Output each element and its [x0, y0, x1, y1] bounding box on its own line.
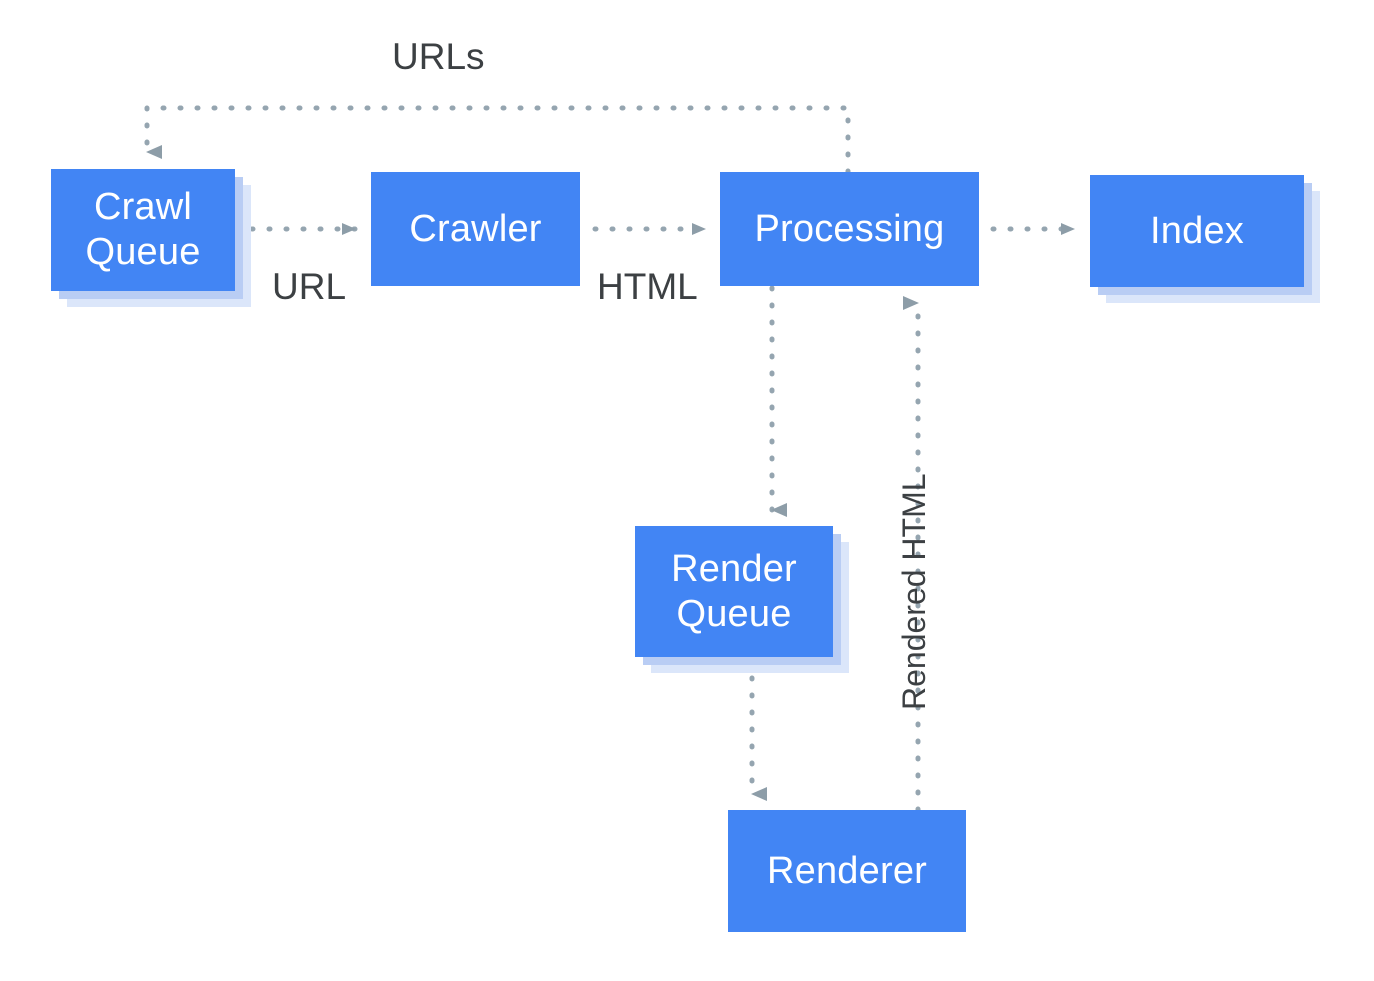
node-renderer[interactable]: Renderer — [728, 810, 966, 932]
node-index[interactable]: Index — [1090, 175, 1304, 287]
node-render-queue-label-line2: Queue — [676, 592, 792, 635]
node-renderer-label: Renderer — [766, 849, 928, 892]
edge-label-rendered-html: Rendered HTML — [896, 473, 932, 710]
edge-label-html: HTML — [597, 266, 698, 307]
node-crawler-label: Crawler — [409, 207, 542, 250]
node-crawl-queue[interactable]: Crawl Queue — [51, 169, 235, 291]
node-render-queue-label-line1: Render — [671, 547, 797, 590]
node-crawler[interactable]: Crawler — [371, 172, 580, 286]
node-index-label: Index — [1150, 209, 1244, 252]
node-processing-label: Processing — [754, 207, 945, 250]
node-crawl-queue-label-line2: Queue — [85, 231, 201, 273]
edge-label-urls: URLs — [392, 36, 485, 77]
node-processing[interactable]: Processing — [720, 172, 979, 286]
node-crawl-queue-label-line1: Crawl — [93, 186, 193, 229]
edge-processing-to-crawlqueue — [144, 105, 851, 175]
edge-label-url: URL — [272, 266, 347, 307]
node-render-queue[interactable]: Render Queue — [635, 526, 833, 657]
